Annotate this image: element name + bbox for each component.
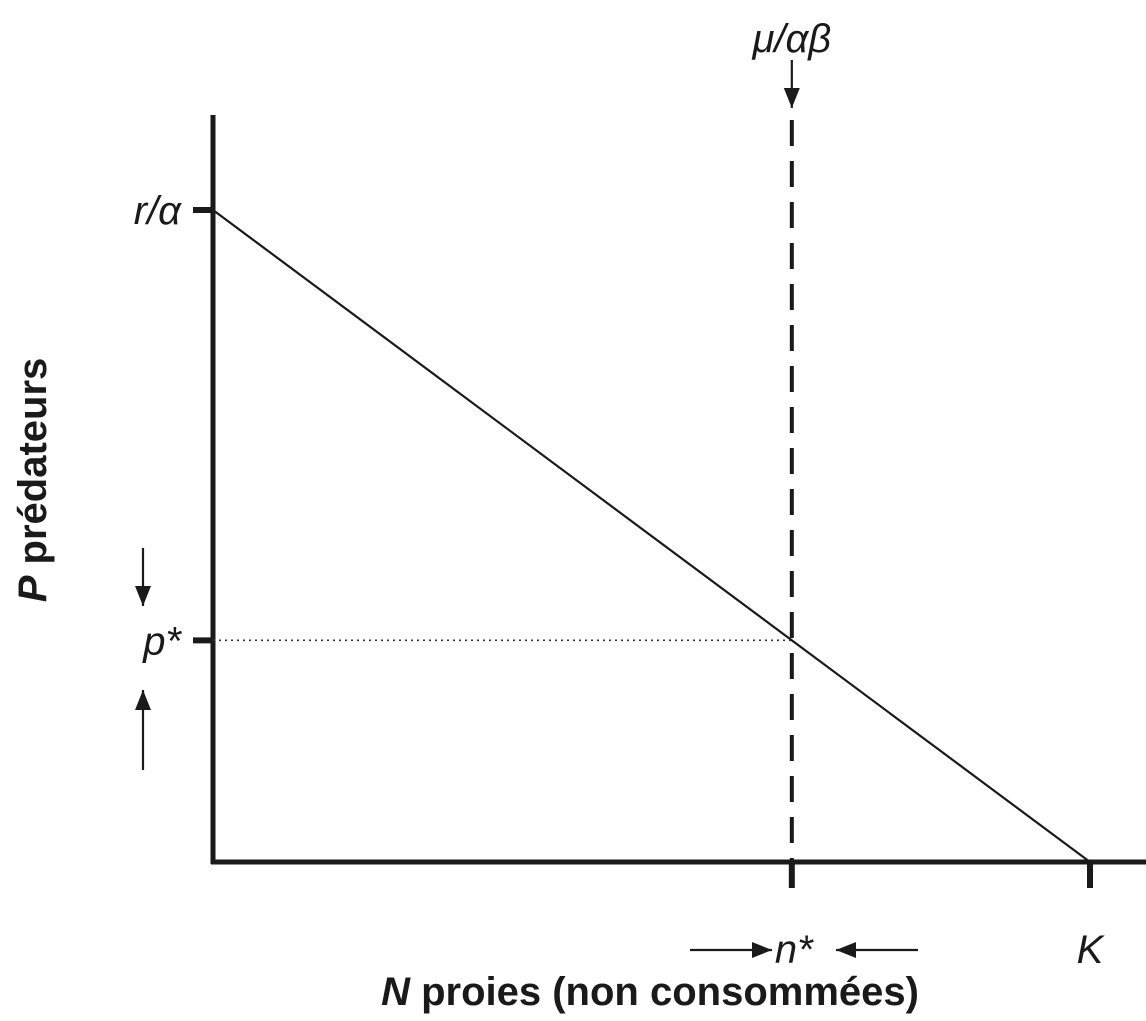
p-star-up-arrow <box>135 690 151 770</box>
x-axis-variable: N <box>381 970 411 1014</box>
x-tick-label-n-star: n* <box>775 928 814 972</box>
y-axis-text: prédateurs <box>11 358 55 576</box>
y-axis-title: P prédateurs <box>11 358 55 603</box>
isocline-down-arrow <box>783 60 800 108</box>
y-tick-label-r-alpha: r/α <box>134 189 182 233</box>
n-star-left-arrow <box>836 942 918 958</box>
x-tick-label-k: K <box>1077 928 1106 972</box>
y-tick-label-p-star: p* <box>142 619 182 663</box>
x-axis-text: proies (non consommées) <box>410 970 919 1014</box>
prey-isocline-line <box>212 209 1091 863</box>
y-axis-variable: P <box>11 575 55 602</box>
n-star-right-arrow <box>690 942 772 958</box>
isocline-label: μ/αβ <box>751 17 831 61</box>
x-axis-title: N proies (non consommées) <box>381 970 919 1014</box>
p-star-down-arrow <box>135 548 151 606</box>
